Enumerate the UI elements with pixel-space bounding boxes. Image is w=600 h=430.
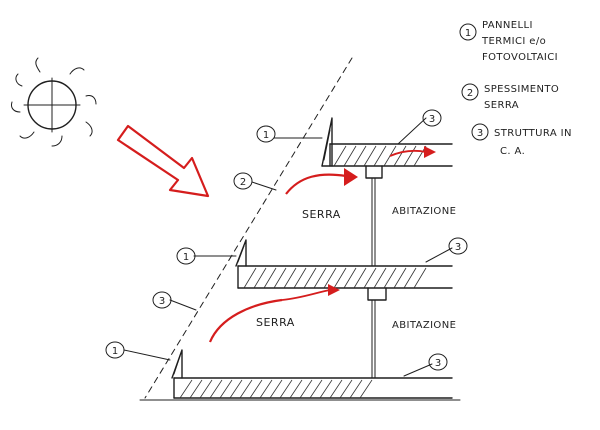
callout-glazing-bottom: 3 (153, 292, 171, 308)
label-abitazione-lower: ABITAZIONE (392, 320, 456, 331)
svg-text:2: 2 (467, 88, 473, 99)
svg-text:SPESSIMENTO: SPESSIMENTO (484, 84, 559, 95)
label-serra-upper: SERRA (302, 208, 341, 221)
svg-text:TERMICI e/o: TERMICI e/o (481, 36, 546, 47)
svg-text:PANNELLI: PANNELLI (482, 20, 533, 31)
callout-panel-bottom: 1 (106, 342, 124, 358)
svg-text:1: 1 (263, 130, 269, 141)
svg-text:2: 2 (240, 177, 246, 188)
floor-bottom (140, 350, 460, 400)
svg-text:FOTOVOLTAICI: FOTOVOLTAICI (482, 52, 558, 63)
label-serra-lower: SERRA (256, 316, 295, 329)
callout-slab-bottom: 3 (429, 354, 447, 370)
sun-icon (11, 58, 96, 146)
floor-top (322, 118, 452, 266)
svg-text:SERRA: SERRA (484, 100, 519, 111)
legend-item-3: 3 STRUTTURA IN C. A. (472, 124, 572, 157)
svg-text:3: 3 (435, 358, 441, 369)
svg-text:3: 3 (429, 114, 435, 125)
svg-text:3: 3 (455, 242, 461, 253)
callout-slab-mid: 3 (449, 238, 467, 254)
callout-panel-mid: 1 (177, 248, 195, 264)
airflow-arrow-bottom (210, 284, 340, 342)
callout-glazing-top: 2 (234, 173, 252, 189)
legend-item-2: 2 SPESSIMENTO SERRA (462, 84, 559, 111)
greenhouse-glazing-line (145, 58, 352, 398)
svg-text:3: 3 (477, 128, 483, 139)
svg-text:C. A.: C. A. (500, 146, 525, 157)
label-abitazione-upper: ABITAZIONE (392, 206, 456, 217)
floor-mid (236, 240, 452, 378)
airflow-arrow-top (286, 146, 436, 194)
callout-panel-top: 1 (257, 126, 275, 142)
legend-item-1: 1 PANNELLI TERMICI e/o FOTOVOLTAICI (460, 20, 558, 63)
svg-text:1: 1 (183, 252, 189, 263)
svg-text:3: 3 (159, 296, 165, 307)
svg-text:1: 1 (465, 28, 471, 39)
sun-ray-arrow-icon (118, 126, 208, 196)
svg-text:STRUTTURA IN: STRUTTURA IN (494, 128, 572, 139)
callout-leaders (124, 118, 452, 376)
svg-text:1: 1 (112, 346, 118, 357)
